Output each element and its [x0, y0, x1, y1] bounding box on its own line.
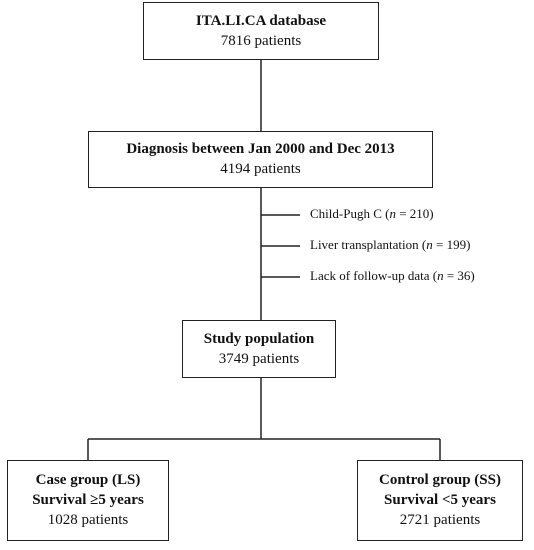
database-count: 7816 patients — [220, 33, 302, 49]
exclusion-label: Child-Pugh C ( — [310, 206, 390, 221]
exclusion-var: n — [426, 237, 433, 252]
diagnosis-box: Diagnosis between Jan 2000 and Dec 2013 … — [88, 131, 433, 188]
study-title: Study population — [203, 331, 315, 347]
database-box: ITA.LI.CA database 7816 patients — [143, 2, 379, 60]
case-group-subtitle: Survival ≥5 years — [32, 492, 144, 508]
case-group-box: Case group (LS) Survival ≥5 years 1028 p… — [7, 460, 169, 541]
control-group-box: Control group (SS) Survival <5 years 272… — [357, 460, 523, 541]
exclusion-follow-up: Lack of follow-up data (n = 36) — [310, 268, 475, 284]
exclusion-label: Lack of follow-up data ( — [310, 268, 438, 283]
exclusion-value: = 210) — [395, 206, 434, 221]
exclusion-child-pugh: Child-Pugh C (n = 210) — [310, 206, 434, 222]
control-group-title: Control group (SS) — [379, 472, 501, 488]
exclusion-liver-transplantation: Liver transplantation (n = 199) — [310, 237, 470, 253]
diagnosis-count: 4194 patients — [220, 161, 301, 177]
control-group-subtitle: Survival <5 years — [384, 492, 496, 508]
case-group-count: 1028 patients — [47, 512, 129, 528]
exclusion-value: = 36) — [443, 268, 475, 283]
exclusion-value: = 199) — [432, 237, 471, 252]
exclusion-label: Liver transplantation ( — [310, 237, 427, 252]
exclusion-var: n — [389, 206, 396, 221]
case-group-title: Case group (LS) — [35, 472, 141, 488]
study-count: 3749 patients — [218, 351, 300, 367]
diagnosis-title: Diagnosis between Jan 2000 and Dec 2013 — [126, 141, 395, 157]
exclusion-var: n — [437, 268, 444, 283]
control-group-count: 2721 patients — [399, 512, 481, 528]
study-population-box: Study population 3749 patients — [182, 320, 336, 378]
database-title: ITA.LI.CA database — [195, 13, 327, 29]
